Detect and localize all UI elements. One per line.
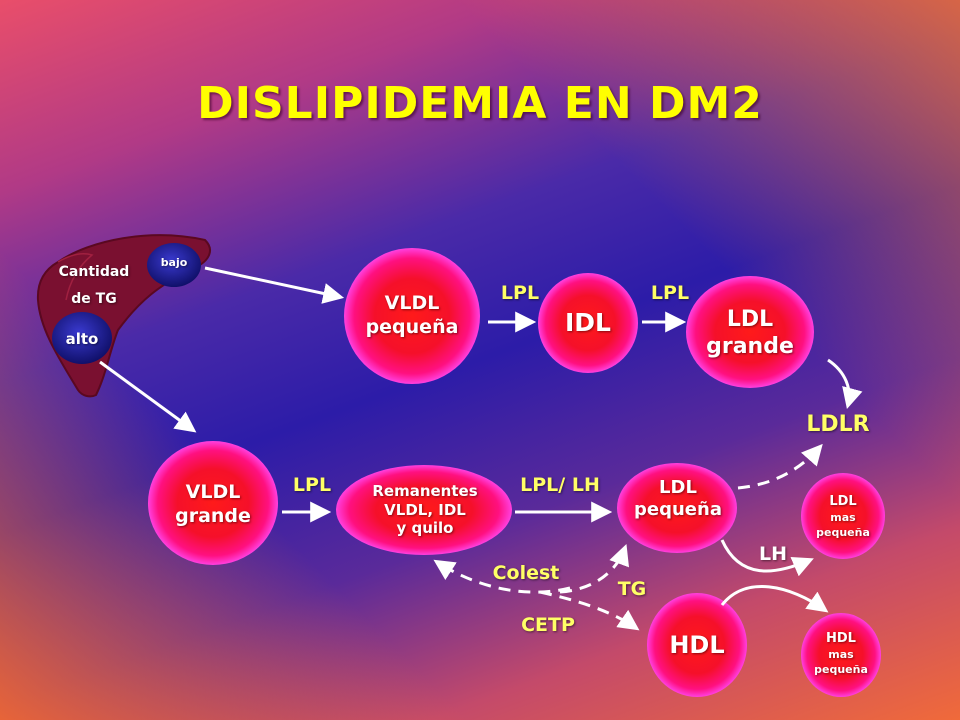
node-hdl-mas-pequena bbox=[801, 613, 881, 697]
idl-line1: IDL bbox=[565, 308, 611, 338]
hdl-mas-pequena-line1: HDL bbox=[826, 631, 856, 647]
remanentes-line1: Remanentes bbox=[372, 481, 478, 500]
cetp-label: CETP bbox=[521, 614, 575, 636]
arrow-ldl-grande-to-ldlr bbox=[827, 358, 863, 410]
vldl-grande-text: VLDL grande bbox=[148, 470, 278, 540]
remanentes-line3: y quilo bbox=[396, 519, 454, 538]
ldl-grande-text: LDL grande bbox=[686, 298, 814, 368]
liver-lobe bbox=[57, 253, 94, 301]
arrow-ldl-pequena-to-ldl-mas-pequena bbox=[720, 539, 814, 577]
bajo-dot bbox=[147, 243, 201, 287]
dashed-arrows bbox=[433, 443, 823, 631]
ldl-pequena-line1: LDL bbox=[659, 476, 697, 498]
node-ldl-mas-pequena bbox=[801, 473, 885, 559]
remanentes-text: Remanentes VLDL, IDL y quilo bbox=[340, 470, 510, 550]
lpl-label-2: LPL bbox=[650, 282, 690, 304]
ldl-grande-line2: grande bbox=[706, 334, 794, 359]
alto-dot bbox=[52, 312, 112, 364]
node-ldl-pequena bbox=[617, 463, 737, 553]
hdl-mas-pequena-text: HDL mas pequeña bbox=[801, 622, 881, 686]
ldl-pequena-line2: pequeña bbox=[634, 499, 722, 520]
ldl-grande-line1: LDL bbox=[726, 306, 774, 332]
bajo-label: bajo bbox=[160, 256, 188, 269]
node-vldl-grande bbox=[148, 441, 278, 565]
lpl-lh-label: LPL/ LH bbox=[520, 474, 600, 496]
arrow-ldl-pequena-to-ldlr bbox=[737, 443, 823, 490]
alto-label: alto bbox=[65, 330, 99, 348]
node-hdl bbox=[647, 593, 747, 697]
hdl-mas-pequena-line2: mas bbox=[828, 647, 854, 661]
idl-text: IDL bbox=[538, 300, 638, 346]
vldl-pequena-text: VLDL pequeña bbox=[344, 280, 480, 352]
hdl-mas-pequena-line3: pequeña bbox=[814, 662, 868, 676]
vldl-grande-line2: grande bbox=[175, 505, 251, 527]
ldl-pequena-text: LDL pequeña bbox=[617, 465, 739, 533]
page-title: DISLIPIDEMIA EN DM2 bbox=[197, 78, 763, 129]
node-idl bbox=[538, 273, 638, 373]
cantidad-label: Cantidad bbox=[58, 264, 130, 280]
node-ldl-grande bbox=[686, 276, 814, 388]
remanentes-line2: VLDL, IDL bbox=[384, 500, 466, 519]
lpl-label-1: LPL bbox=[500, 282, 540, 304]
ldl-mas-pequena-line3: pequeña bbox=[816, 525, 870, 539]
solid-arrows bbox=[99, 266, 863, 613]
ldlr-label: LDLR bbox=[806, 412, 870, 437]
vldl-pequena-line1: VLDL bbox=[384, 292, 440, 315]
lpl-label-3: LPL bbox=[292, 474, 332, 496]
ldl-mas-pequena-line1: LDL bbox=[829, 494, 857, 510]
arrow-hdl-to-hdl-mas-pequena bbox=[720, 585, 829, 613]
colest-label: Colest bbox=[492, 562, 560, 584]
arrow-colest-to-remanentes bbox=[433, 559, 571, 594]
tg-label: TG bbox=[617, 578, 647, 600]
de-tg-label: de TG bbox=[71, 291, 117, 307]
vldl-grande-line1: VLDL bbox=[185, 481, 241, 504]
ldl-mas-pequena-line2: mas bbox=[830, 510, 856, 524]
hdl-line1: HDL bbox=[669, 631, 725, 659]
lh-label: LH bbox=[758, 543, 787, 565]
vldl-pequena-line2: pequeña bbox=[365, 316, 459, 338]
node-remanentes bbox=[336, 465, 512, 555]
ldl-mas-pequena-text: LDL mas pequeña bbox=[801, 486, 885, 548]
arrow-alto-to-vldl-grande bbox=[99, 360, 197, 433]
hdl-text: HDL bbox=[647, 622, 747, 668]
arrow-bajo-to-vldl-pequena bbox=[204, 266, 345, 304]
node-vldl-pequena bbox=[344, 248, 480, 384]
arrow-cetp-to-hdl bbox=[539, 590, 640, 631]
arrow-tg-to-ldl-pequena bbox=[559, 544, 629, 594]
